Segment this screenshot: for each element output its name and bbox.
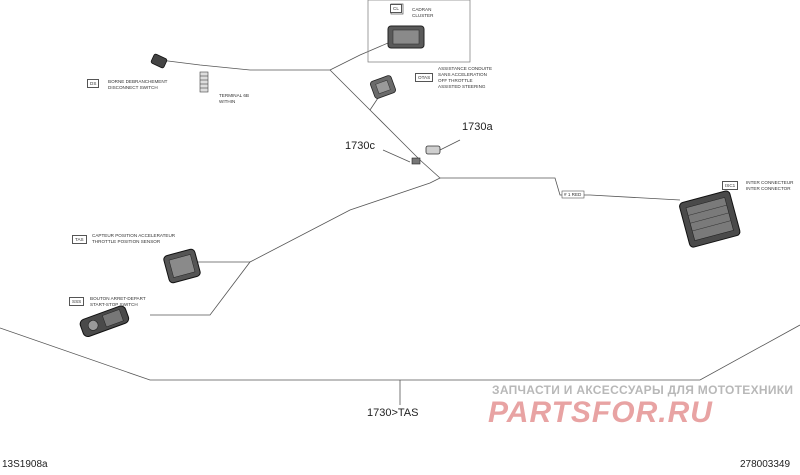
callout-1730a: 1730a [462, 121, 493, 133]
wire-tag: # 1 RED [564, 192, 582, 197]
disconnect-label-en: DISCONNECT SWITCH [108, 85, 158, 90]
ss-code: SSS [69, 297, 85, 306]
c1730a-lead [439, 139, 461, 151]
callout-1730-tas: 1730>TAS [367, 407, 419, 419]
ref-left: 13S1908a [2, 459, 48, 470]
junction-1730c-icon [411, 157, 421, 165]
inter-code: ISC1 [722, 181, 739, 190]
cluster-code: CL [390, 4, 402, 13]
dps-label-fr: ASSISTANCE CONDUITE [438, 66, 493, 71]
disconnect-wire [159, 59, 330, 71]
junction-1730a-icon [425, 145, 441, 155]
tps-label-fr: CAPTEUR POSITION ACCELERATEUR [92, 233, 176, 238]
ss-label-en: START-STOP SWITCH [90, 302, 138, 307]
tps-code: TAS [72, 235, 87, 244]
trunk-wire [150, 69, 441, 316]
wire-tag-frame [561, 190, 585, 199]
dps-code: OTAS [415, 73, 434, 82]
callout-1730c: 1730c [345, 140, 375, 152]
wire-note-1: TERMINAL 6B [219, 93, 249, 98]
dps-label-fr2: SANS ACCELERATION [438, 72, 487, 77]
bottom-line [0, 324, 800, 381]
dps-label-en2: ASSISTED STEERING [438, 84, 486, 89]
ref-right: 278003349 [740, 459, 791, 470]
cluster-frame [367, 0, 471, 63]
cluster-wire [329, 39, 396, 71]
tps-label-en: THROTTLE POSITION SENSOR [92, 239, 161, 244]
disconnect-plug-icon [150, 53, 168, 69]
inter-connector-icon [679, 190, 741, 248]
disconnect-code: DS [87, 79, 100, 88]
terminal-strip-icon [199, 71, 209, 93]
dps-label-en: OFF THROTTLE [438, 78, 473, 83]
cluster-label-fr: CADRAN [412, 7, 432, 12]
wire-note-2: WITHIN [219, 99, 236, 104]
cluster-label-en: CLUSTER [412, 13, 434, 18]
disconnect-label-fr: BORNE DEBRANCHEMENT [108, 79, 168, 84]
start-stop-switch-icon [79, 305, 130, 338]
inter-label-en: INTER CONNECTOR [746, 186, 791, 191]
ss-label-fr: BOUTON ARRET-DEPART [90, 296, 146, 301]
tps-connector-icon [163, 248, 201, 284]
inter-wire [440, 177, 681, 201]
watermark-logo: PARTSFOR.RU [488, 396, 713, 429]
watermark-line1: ЗАПЧАСТИ И АКСЕССУАРЫ ДЛЯ МОТОТЕХНИКИ [492, 383, 794, 397]
inter-label-fr: INTER CONNECTEUR [746, 180, 794, 185]
c1730c-lead [382, 149, 411, 163]
